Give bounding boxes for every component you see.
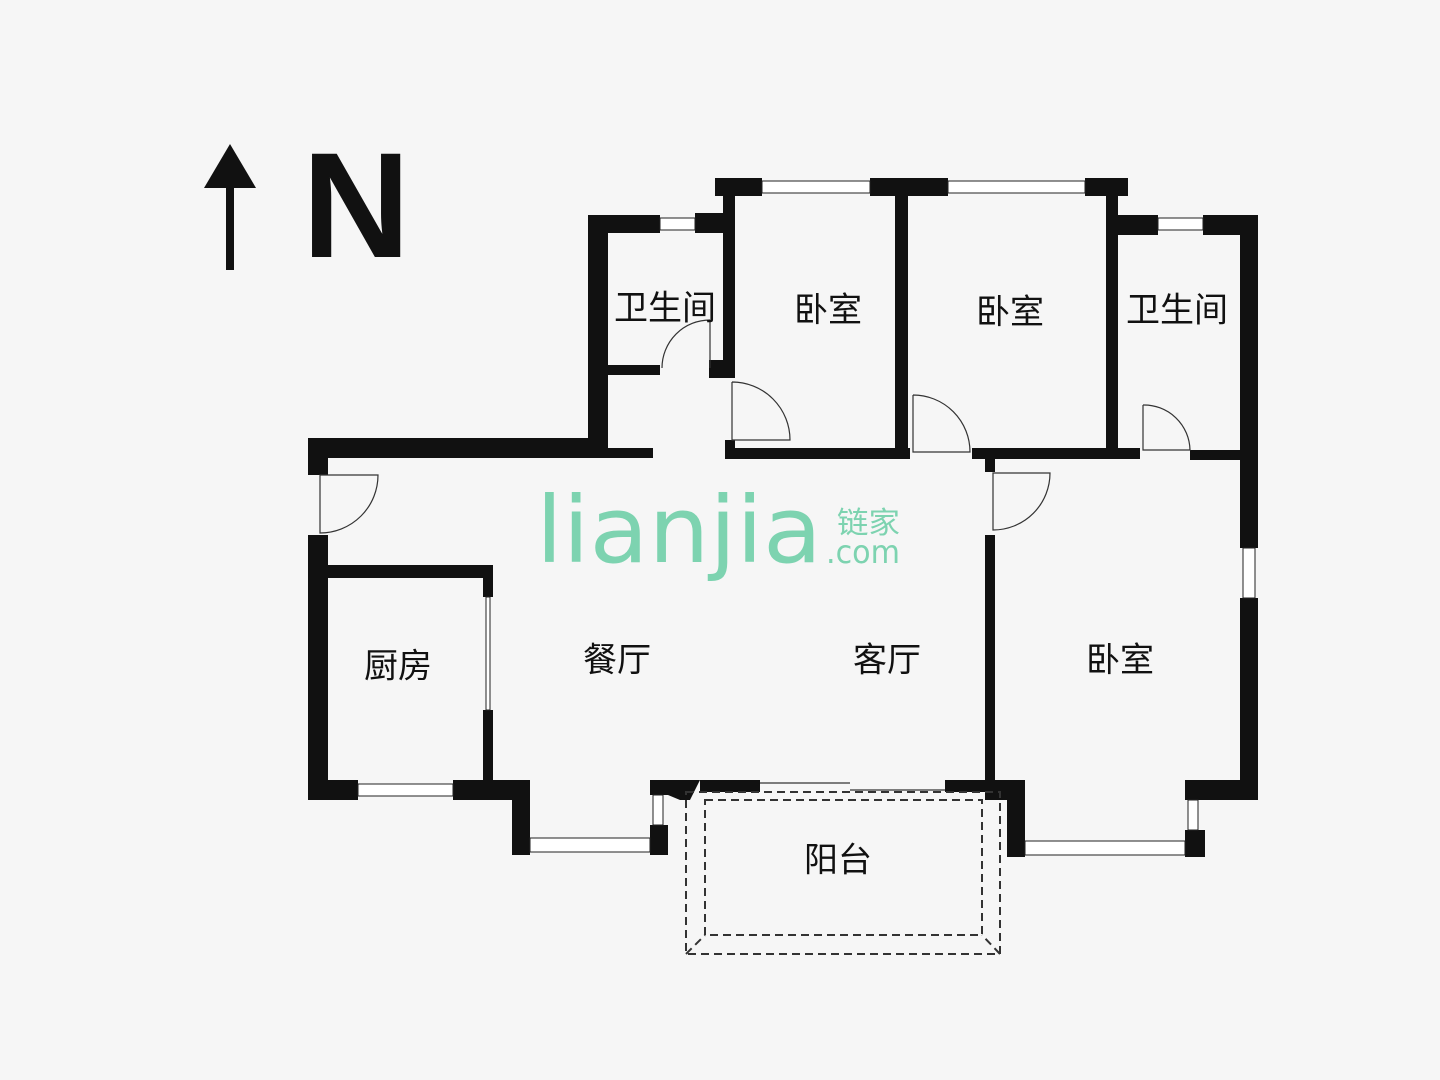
watermark-cn: 链家 bbox=[837, 506, 900, 541]
room-label-balcony: 阳台 bbox=[804, 841, 872, 881]
walls bbox=[308, 178, 1258, 857]
room-label-bedroom-1: 卧室 bbox=[794, 291, 862, 331]
north-label: N bbox=[302, 121, 410, 289]
doors bbox=[319, 319, 1191, 534]
room-label-dining-room: 餐厅 bbox=[583, 641, 651, 681]
room-label-kitchen: 厨房 bbox=[364, 647, 432, 687]
room-label-bedroom-2: 卧室 bbox=[976, 293, 1044, 333]
balcony-outline bbox=[685, 791, 1001, 955]
room-label-bathroom-1: 卫生间 bbox=[614, 289, 716, 329]
room-label-bedroom-3: 卧室 bbox=[1086, 641, 1154, 681]
watermark-domain: .com bbox=[826, 533, 900, 571]
windows bbox=[357, 180, 1256, 856]
room-label-living-room: 客厅 bbox=[853, 641, 921, 681]
north-arrow-icon bbox=[204, 144, 256, 270]
room-label-bathroom-2: 卫生间 bbox=[1126, 291, 1228, 331]
watermark-brand: lianjia bbox=[536, 477, 822, 584]
lianjia-watermark: lianjia 链家 .com bbox=[536, 477, 900, 584]
